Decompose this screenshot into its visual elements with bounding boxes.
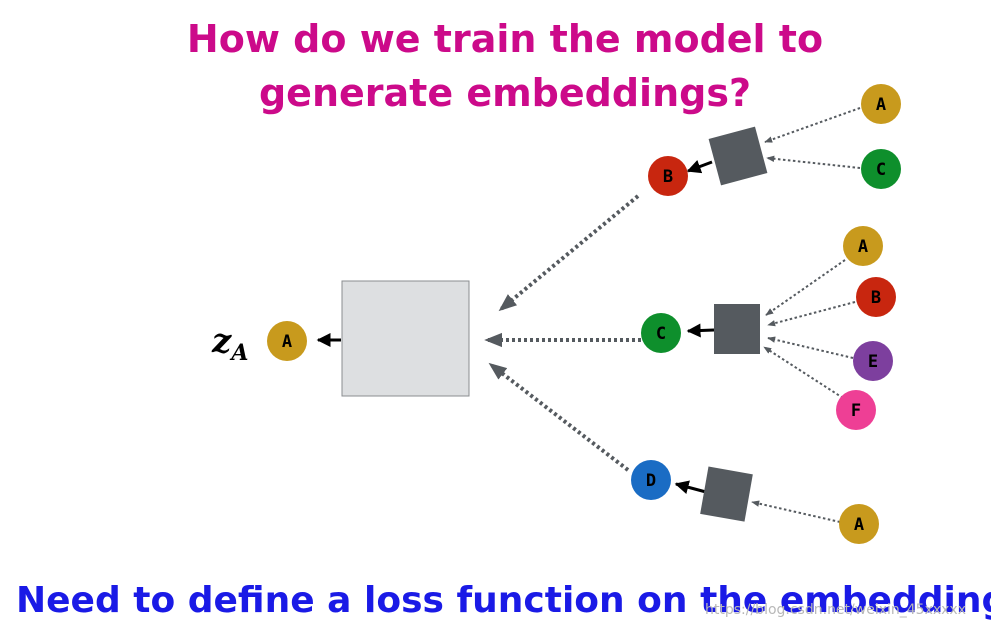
title-line-2: generate embeddings? [258,71,752,115]
svg-text:C: C [656,324,666,344]
embedding-label-za: zA [211,321,248,366]
arrow-agg-to-c [686,323,715,338]
node-b-under-c: B [856,277,896,317]
svg-text:B: B [663,167,673,187]
aggregator-box-d [700,466,753,522]
svg-text:B: B [871,288,881,308]
svg-text:A: A [854,515,864,535]
node-a-under-c: A [843,226,883,266]
watermark: https://blog.csdn.net/weixin_45xxxxx [705,602,966,618]
main-nn-box [341,280,470,397]
svg-text:C: C [876,160,886,180]
aggregator-box-c [714,304,760,354]
bottom-statement: Need to define a loss function on the em… [16,580,991,621]
aggregator-box-b [708,126,768,186]
svg-text:E: E [868,352,878,372]
edge-c-to-agg-b [766,155,861,169]
node-b-level1: B [648,156,688,196]
edge-b-to-main [498,194,640,312]
arrow-agg-to-b [686,160,713,174]
node-f-under-c: F [836,390,876,430]
svg-text:F: F [851,401,861,421]
node-target-a: A [267,321,307,361]
edge-a-to-agg-d [751,500,841,523]
arrow-agg-to-d [674,480,707,495]
svg-text:A: A [282,332,292,352]
svg-text:A: A [858,237,868,257]
node-e-under-c: E [853,341,893,381]
svg-text:A: A [876,95,886,115]
edge-f-to-agg-c [763,346,844,399]
edge-d-to-main [488,362,630,472]
aggregation-arrows [316,160,715,495]
title-line-1: How do we train the model to [186,17,824,61]
edge-a-to-agg-b [764,107,861,143]
edge-a-to-agg-c [765,259,846,316]
node-c-under-b: C [861,149,901,189]
node-d-level1: D [631,460,671,500]
leaf-edges [751,107,861,523]
svg-text:D: D [646,471,656,491]
title: How do we train the model to generate em… [0,12,991,120]
node-a-under-b: A [861,84,901,124]
edge-e-to-agg-c [767,336,854,359]
node-c-level1: C [641,313,681,353]
main-edges [484,194,641,472]
node-a-under-d: A [839,504,879,544]
edge-b-to-agg-c [767,301,856,327]
